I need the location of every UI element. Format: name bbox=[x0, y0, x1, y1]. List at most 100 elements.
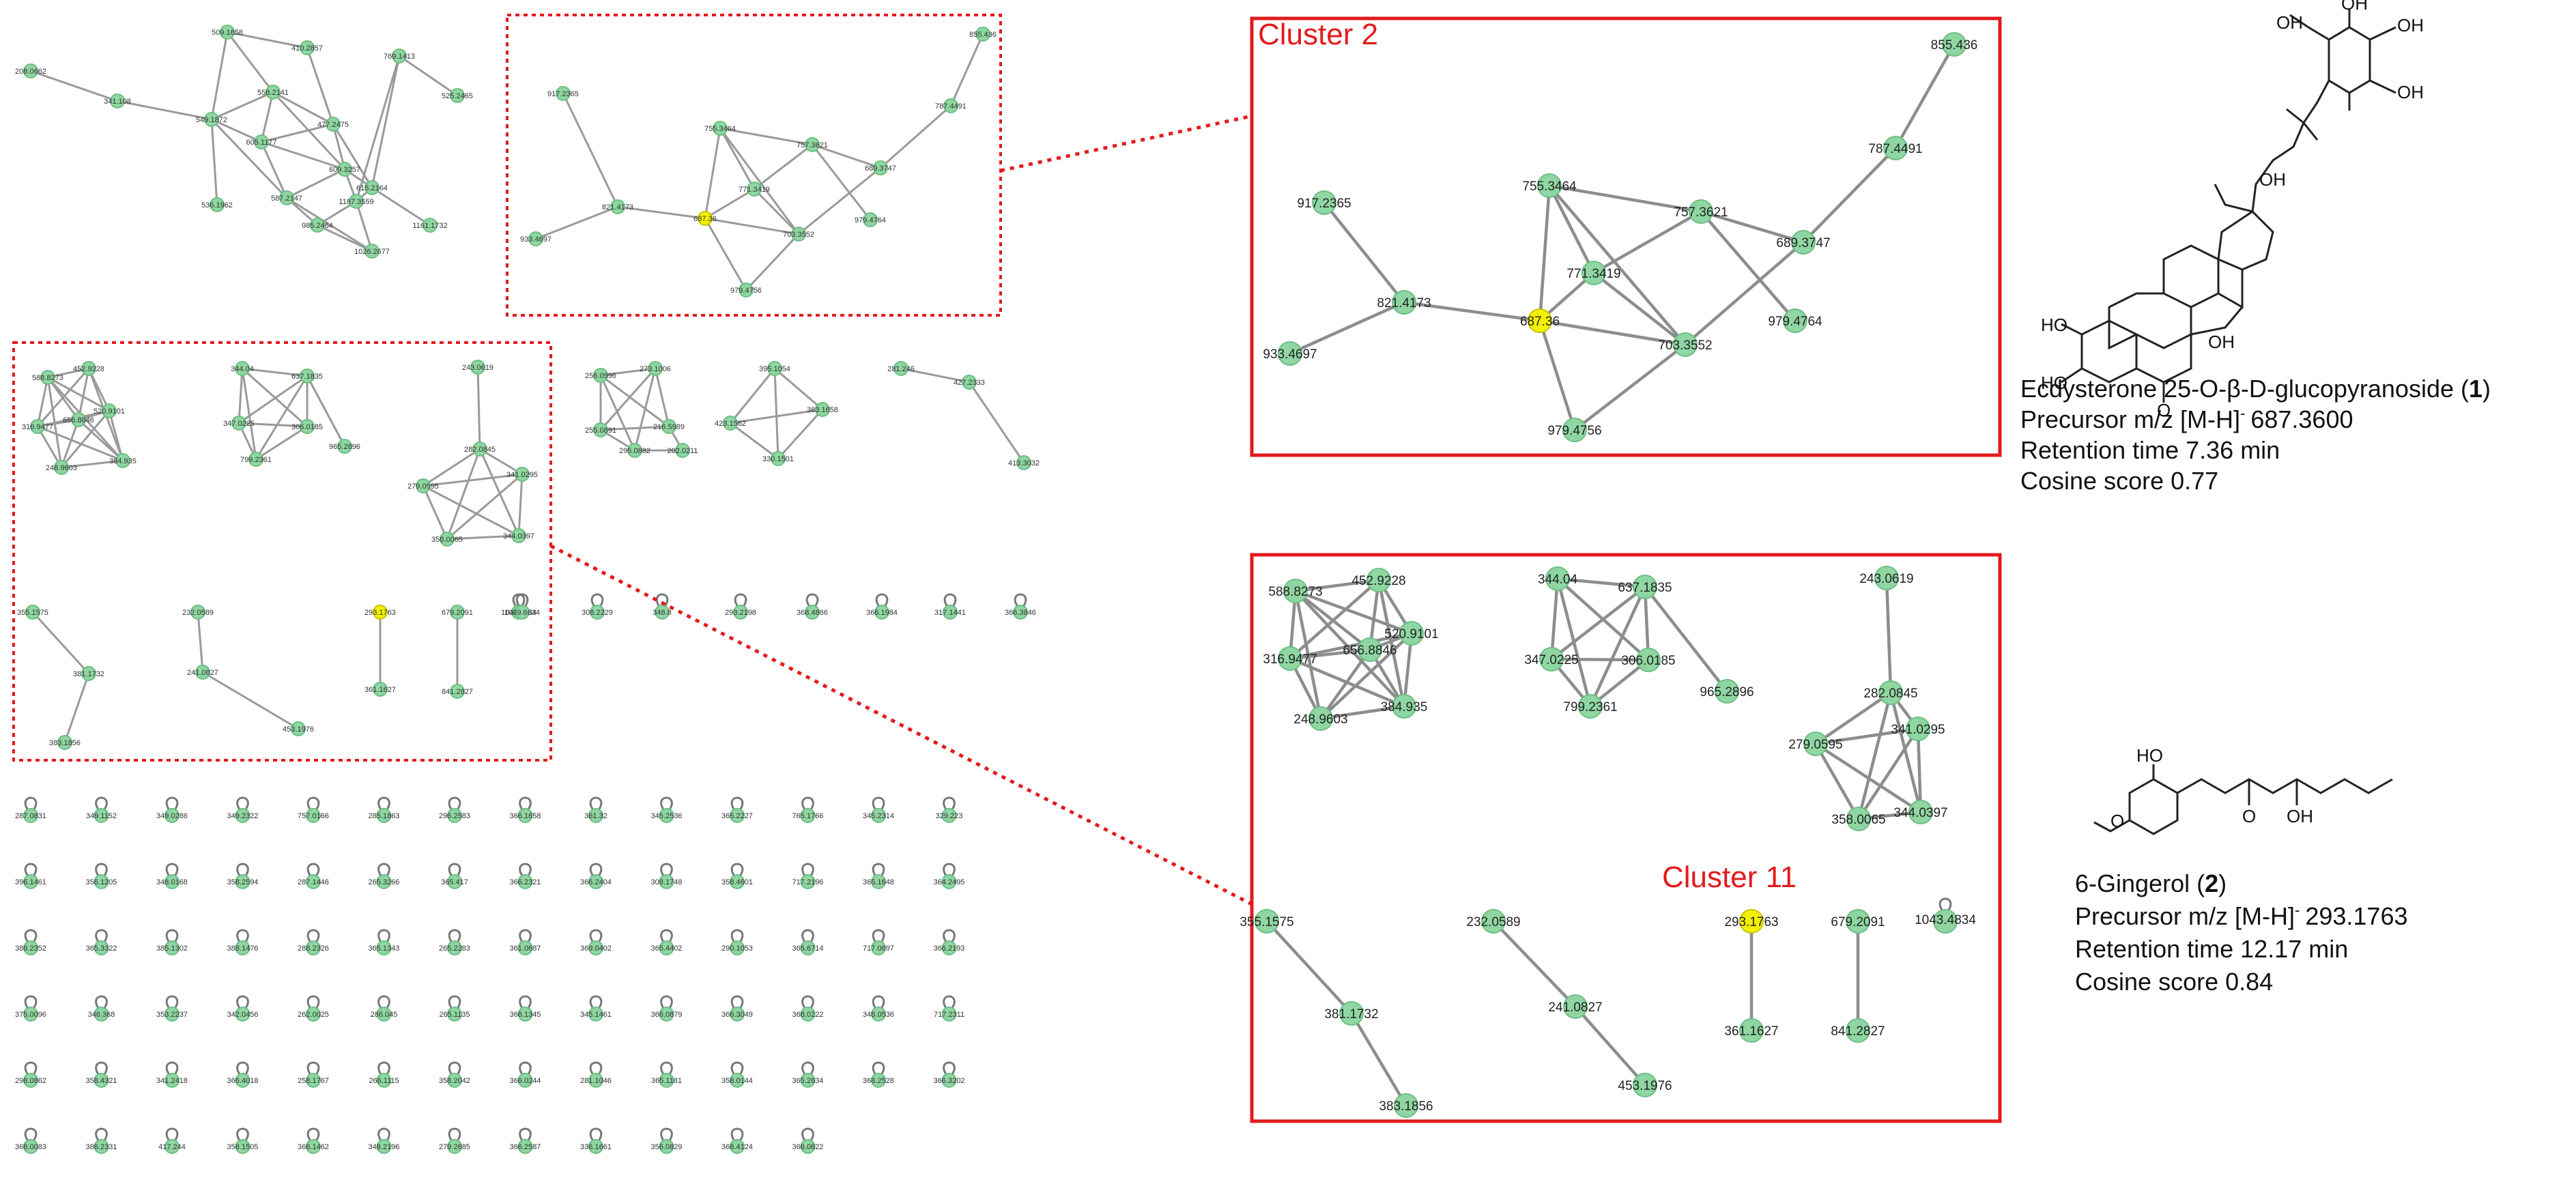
network-node[interactable] bbox=[659, 1007, 674, 1022]
network-node[interactable] bbox=[517, 1139, 533, 1154]
network-node[interactable] bbox=[517, 808, 533, 823]
network-node[interactable] bbox=[164, 808, 180, 823]
network-node[interactable] bbox=[190, 605, 205, 620]
network-node[interactable] bbox=[874, 605, 889, 620]
network-node[interactable] bbox=[1578, 694, 1603, 719]
network-node[interactable] bbox=[1255, 909, 1279, 934]
network-node[interactable] bbox=[291, 721, 306, 736]
network-node[interactable] bbox=[1283, 579, 1308, 603]
network-node[interactable] bbox=[195, 665, 210, 680]
network-node[interactable] bbox=[23, 940, 38, 955]
network-node[interactable] bbox=[23, 1073, 38, 1088]
network-node[interactable] bbox=[659, 808, 674, 823]
network-node[interactable] bbox=[791, 227, 806, 242]
network-node[interactable] bbox=[1582, 261, 1606, 285]
network-node[interactable] bbox=[588, 874, 603, 889]
network-node[interactable] bbox=[1715, 679, 1739, 704]
network-node[interactable] bbox=[306, 1073, 321, 1088]
network-node[interactable] bbox=[627, 443, 642, 458]
network-node[interactable] bbox=[730, 1139, 745, 1154]
network-node[interactable] bbox=[962, 375, 977, 390]
network-node[interactable] bbox=[376, 808, 392, 823]
network-node[interactable] bbox=[450, 88, 465, 103]
network-node[interactable] bbox=[392, 48, 407, 63]
network-node[interactable] bbox=[1562, 418, 1587, 442]
network-node[interactable] bbox=[204, 112, 219, 127]
network-node[interactable] bbox=[871, 1007, 886, 1022]
network-node[interactable] bbox=[730, 874, 745, 889]
network-node[interactable] bbox=[975, 27, 990, 42]
network-node[interactable] bbox=[528, 231, 543, 246]
network-node[interactable] bbox=[447, 1073, 462, 1088]
network-node[interactable] bbox=[800, 808, 816, 823]
network-node[interactable] bbox=[364, 244, 380, 259]
network-node[interactable] bbox=[164, 1073, 180, 1088]
network-node[interactable] bbox=[941, 1007, 957, 1022]
network-node[interactable] bbox=[326, 117, 341, 132]
network-node[interactable] bbox=[1358, 637, 1382, 662]
network-node[interactable] bbox=[337, 162, 352, 177]
network-node[interactable] bbox=[306, 940, 321, 955]
network-node[interactable] bbox=[30, 419, 45, 434]
network-node[interactable] bbox=[164, 1007, 180, 1022]
network-node[interactable] bbox=[376, 874, 392, 889]
network-node[interactable] bbox=[588, 808, 603, 823]
network-node[interactable] bbox=[54, 460, 69, 475]
network-node[interactable] bbox=[447, 874, 462, 889]
network-node[interactable] bbox=[102, 403, 117, 418]
network-node[interactable] bbox=[300, 40, 315, 55]
network-node[interactable] bbox=[805, 137, 820, 152]
network-node[interactable] bbox=[235, 1007, 251, 1022]
network-node[interactable] bbox=[517, 874, 533, 889]
network-node[interactable] bbox=[81, 666, 96, 681]
network-node[interactable] bbox=[675, 443, 690, 458]
network-node[interactable] bbox=[1392, 290, 1416, 315]
network-node[interactable] bbox=[655, 605, 670, 620]
network-node[interactable] bbox=[300, 369, 315, 384]
network-node[interactable] bbox=[447, 808, 462, 823]
network-node[interactable] bbox=[943, 605, 958, 620]
network-node[interactable] bbox=[1308, 706, 1333, 731]
network-node[interactable] bbox=[306, 808, 321, 823]
network-node[interactable] bbox=[57, 735, 72, 750]
network-node[interactable] bbox=[266, 85, 281, 100]
network-node[interactable] bbox=[373, 605, 388, 620]
network-node[interactable] bbox=[941, 940, 957, 955]
network-node[interactable] bbox=[1392, 694, 1416, 719]
network-node[interactable] bbox=[767, 361, 782, 376]
network-node[interactable] bbox=[588, 1073, 603, 1088]
network-node[interactable] bbox=[235, 1073, 251, 1088]
network-node[interactable] bbox=[447, 1007, 462, 1022]
network-node[interactable] bbox=[1636, 648, 1661, 672]
network-node[interactable] bbox=[94, 1007, 109, 1022]
network-node[interactable] bbox=[450, 605, 465, 620]
network-node[interactable] bbox=[376, 1073, 392, 1088]
network-node[interactable] bbox=[1906, 717, 1930, 741]
network-node[interactable] bbox=[873, 160, 888, 175]
network-node[interactable] bbox=[517, 1007, 533, 1022]
network-node[interactable] bbox=[941, 1073, 957, 1088]
network-node[interactable] bbox=[871, 940, 886, 955]
network-node[interactable] bbox=[376, 1139, 392, 1154]
network-node[interactable] bbox=[470, 360, 485, 375]
network-node[interactable] bbox=[1312, 190, 1336, 215]
network-node[interactable] bbox=[373, 682, 388, 697]
network-node[interactable] bbox=[447, 1139, 462, 1154]
network-node[interactable] bbox=[164, 940, 180, 955]
network-node[interactable] bbox=[893, 361, 908, 376]
network-node[interactable] bbox=[815, 402, 830, 417]
network-node[interactable] bbox=[235, 874, 251, 889]
network-node[interactable] bbox=[376, 940, 392, 955]
network-node[interactable] bbox=[593, 368, 608, 383]
network-node[interactable] bbox=[800, 1007, 816, 1022]
network-node[interactable] bbox=[588, 1139, 603, 1154]
network-node[interactable] bbox=[1846, 909, 1870, 934]
network-node[interactable] bbox=[590, 605, 605, 620]
network-node[interactable] bbox=[1563, 994, 1588, 1019]
network-node[interactable] bbox=[110, 93, 125, 109]
network-node[interactable] bbox=[115, 453, 130, 468]
network-node[interactable] bbox=[1545, 566, 1570, 591]
network-node[interactable] bbox=[1537, 173, 1562, 198]
network-node[interactable] bbox=[1791, 230, 1816, 255]
network-node[interactable] bbox=[235, 808, 251, 823]
